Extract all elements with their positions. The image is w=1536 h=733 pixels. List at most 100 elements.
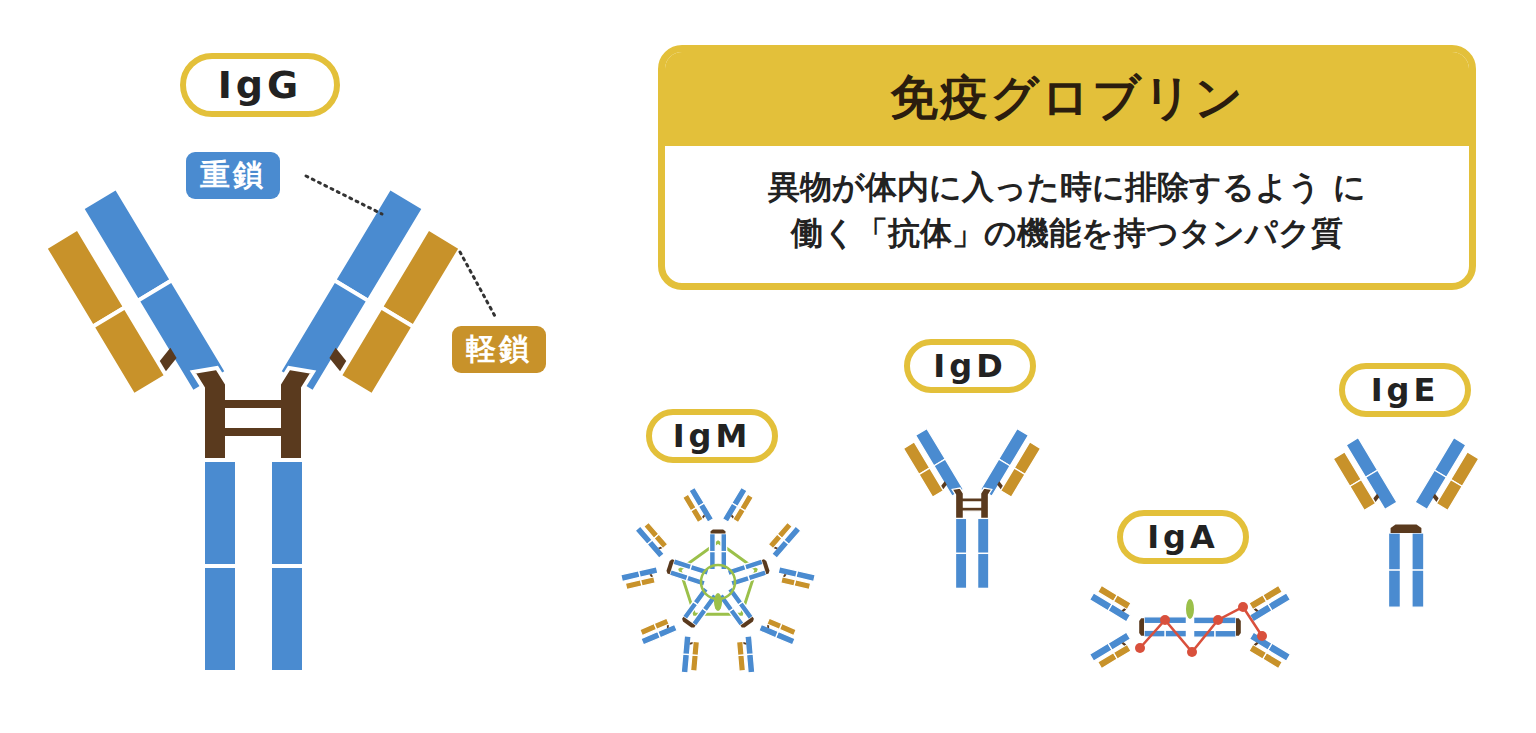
light-chain-segment bbox=[45, 228, 125, 326]
light-chain-segment bbox=[1113, 595, 1131, 610]
secretory-component-dot bbox=[1160, 615, 1170, 625]
heavy-chain-segment bbox=[693, 587, 708, 605]
light-chain-segment bbox=[93, 307, 167, 395]
light-chain-segment bbox=[691, 655, 699, 671]
hinge-region bbox=[681, 617, 696, 629]
label-text: IgD bbox=[933, 347, 1006, 385]
j-chain-core bbox=[701, 565, 735, 599]
disulfide-bond bbox=[730, 515, 734, 519]
light-chain-segment bbox=[1436, 480, 1462, 511]
light-chain-segment bbox=[654, 618, 669, 629]
light-chain-segment bbox=[781, 577, 796, 586]
label-text: IgE bbox=[1371, 371, 1440, 409]
disulfide-bond bbox=[649, 574, 653, 577]
ige-antibody bbox=[1331, 438, 1482, 608]
heavy-chain-segment bbox=[729, 608, 744, 626]
disulfide-bond bbox=[774, 546, 778, 550]
light-chain-segment bbox=[768, 534, 782, 549]
part-label: 軽鎖 bbox=[452, 326, 546, 373]
heavy-chain-segment bbox=[639, 567, 658, 578]
antibody-arm bbox=[681, 487, 713, 526]
light-chain-segment bbox=[1001, 468, 1025, 497]
hinge-region bbox=[740, 617, 755, 629]
antibody-arm bbox=[1244, 632, 1290, 670]
disulfide-bond bbox=[1254, 608, 1259, 613]
disulfide-bond bbox=[1432, 494, 1440, 502]
light-chain-segment bbox=[1249, 644, 1267, 659]
light-chain-segment bbox=[767, 618, 782, 629]
light-chain-segment bbox=[1014, 442, 1040, 474]
type-label: IgE bbox=[1339, 363, 1471, 417]
light-chain-segment bbox=[903, 442, 929, 474]
igg-antibody bbox=[37, 188, 468, 672]
light-chain-segment bbox=[340, 307, 414, 395]
label-text: IgM bbox=[673, 417, 752, 455]
light-chain-segment bbox=[625, 580, 642, 590]
disulfide-bond bbox=[783, 574, 787, 577]
disulfide-bond bbox=[702, 515, 706, 519]
disulfide-bond bbox=[1122, 642, 1127, 647]
antibody-arm bbox=[1090, 584, 1136, 622]
heavy-chain-segment bbox=[683, 636, 691, 655]
light-chain-segment bbox=[733, 508, 746, 523]
heavy-chain-segment bbox=[956, 518, 967, 553]
hinge-region bbox=[1391, 525, 1422, 533]
light-chain-segment bbox=[1333, 452, 1361, 486]
heavy-chain-segment bbox=[681, 654, 689, 673]
secretory-component-dot bbox=[1213, 615, 1223, 625]
heavy-chain-segment bbox=[270, 566, 304, 672]
heavy-chain-segment bbox=[978, 553, 989, 588]
type-label: IgM bbox=[646, 409, 778, 463]
hinge-region bbox=[1139, 618, 1144, 636]
heavy-chain-segment bbox=[673, 559, 692, 570]
light-chain-segment bbox=[794, 580, 811, 590]
heavy-chain-segment bbox=[956, 553, 967, 588]
title-panel: 免疫グロブリン異物が体内に入った時に排除するよう に働く「抗体」の機能を持つタン… bbox=[658, 45, 1476, 290]
heavy-chain-segment bbox=[1389, 533, 1401, 570]
heavy-chain-segment bbox=[1194, 617, 1215, 624]
secretory-component-dot bbox=[1238, 602, 1248, 612]
light-chain-segment bbox=[692, 641, 700, 655]
antibody-arm bbox=[754, 605, 803, 656]
secretory-component bbox=[1140, 607, 1262, 652]
disulfide-bond bbox=[940, 481, 948, 489]
light-chain-segment bbox=[381, 228, 461, 326]
hinge-region bbox=[952, 488, 992, 518]
title-heading: 免疫グロブリン bbox=[665, 52, 1469, 146]
light-chain-segment bbox=[654, 534, 668, 549]
disulfide-bond bbox=[766, 625, 770, 629]
antibody-arm bbox=[901, 429, 964, 505]
antibody-arm bbox=[1090, 632, 1136, 670]
antibody-arm bbox=[1244, 584, 1290, 622]
antibody-arm bbox=[633, 605, 682, 656]
disulfide-bond bbox=[743, 642, 746, 645]
disulfide-bond bbox=[1122, 608, 1127, 613]
antibody-arm bbox=[629, 518, 676, 561]
type-label: IgD bbox=[904, 339, 1036, 393]
heavy-chain-segment bbox=[721, 534, 727, 552]
label-text: IgG bbox=[218, 63, 303, 107]
light-chain-segment bbox=[1350, 480, 1376, 511]
hinge-region bbox=[711, 530, 726, 534]
antibody-arm bbox=[722, 487, 754, 526]
hinge-region bbox=[193, 368, 313, 460]
leader-line bbox=[306, 176, 382, 214]
heavy-chain-segment bbox=[270, 460, 304, 566]
hinge-region bbox=[1236, 618, 1241, 636]
disulfide-bond bbox=[1372, 494, 1380, 502]
disulfide-bond bbox=[658, 546, 662, 550]
antibody-arm bbox=[759, 518, 806, 561]
heavy-chain-segment bbox=[203, 460, 237, 566]
heavy-chain-segment bbox=[669, 570, 688, 581]
heavy-chain-segment bbox=[1412, 533, 1424, 570]
label-text: IgA bbox=[1147, 518, 1219, 556]
light-chain-segment bbox=[1113, 644, 1131, 659]
light-chain-segment bbox=[779, 623, 796, 635]
light-chain-segment bbox=[1249, 595, 1267, 610]
light-chain-segment bbox=[640, 623, 657, 635]
antibody-arm bbox=[981, 429, 1044, 505]
light-chain-segment bbox=[691, 508, 704, 523]
hinge-region bbox=[762, 559, 771, 574]
light-chain-segment bbox=[738, 655, 746, 671]
